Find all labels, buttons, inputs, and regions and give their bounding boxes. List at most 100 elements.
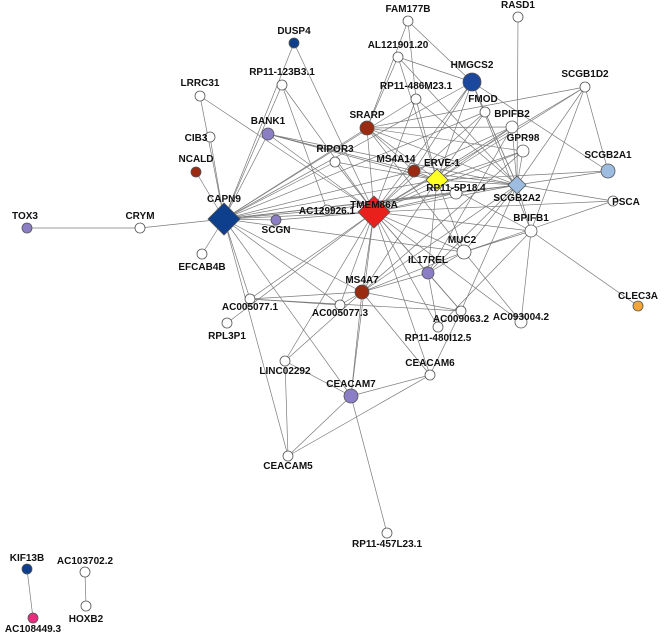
edge-dusp4-tmem86a [293,42,375,213]
node-scgn[interactable] [270,214,282,226]
node-rp11-123b3-1[interactable] [276,79,288,91]
node-label-rpl3p1: RPL3P1 [208,331,246,342]
edge-layer [26,16,639,619]
node-ms4a7[interactable] [354,284,370,300]
edge-capn9-ceacam7 [223,218,352,397]
node-label-rp11-5p18-4: RP11-5P18.4 [426,183,486,194]
node-label-linc02292: LINC02292 [259,366,311,377]
edge-al121901-20-scgb2a2 [397,56,518,186]
edge-tmem86a-ac005077-3 [339,211,375,306]
node-bpifb1[interactable] [524,224,538,238]
node-ac005077-3[interactable] [334,299,346,311]
node-scgb2a1[interactable] [600,163,616,179]
edge-gpr98-tmem86a [373,150,524,213]
node-scgb2a2[interactable] [507,175,527,195]
edge-ceacam6-ceacam7 [350,374,431,397]
edge-ms4a7-ceacam7 [350,291,363,397]
edge-ceacam7-ceacam5 [287,395,352,457]
node-bank1[interactable] [261,127,275,141]
node-fam177b[interactable] [402,15,414,27]
node-ceacam6[interactable] [424,369,436,381]
node-tox3[interactable] [21,222,33,234]
edge-fam177b-srarp [366,20,409,129]
edge-srarp-erve-1 [366,127,438,181]
node-label-scgn: SCGN [262,225,291,236]
node-rp11-486m23-1[interactable] [410,93,422,105]
edge-ms4a14-capn9 [223,170,415,220]
node-ms4a14[interactable] [407,164,421,178]
node-rp11-5p18-4[interactable] [449,186,463,200]
node-hoxb2[interactable] [80,600,92,612]
edge-ac129926-1-scgb2a2 [326,184,518,211]
node-gpr98[interactable] [516,144,530,158]
node-psca[interactable] [607,195,619,207]
node-rasd1[interactable] [512,11,524,23]
node-ceacam5[interactable] [282,450,294,462]
edge-srarp-muc2 [366,127,465,253]
node-label-tmem86a: TMEM86A [350,200,398,211]
node-ac103702-2[interactable] [79,566,91,578]
node-ac093004-2[interactable] [514,315,528,329]
node-ac108449-3[interactable] [27,612,39,624]
node-label-il17rel: IL17REL [408,255,448,266]
node-capn9[interactable] [207,202,241,236]
node-efcab4b[interactable] [196,248,208,260]
node-lrrc31[interactable] [194,90,206,102]
node-muc2[interactable] [456,244,472,260]
node-kif13b[interactable] [21,563,33,575]
edge-scgb2a1-scgb2a2 [516,170,609,186]
node-il17rel[interactable] [421,266,435,280]
node-ac005077-1[interactable] [244,293,256,305]
node-tmem86a[interactable] [357,195,391,229]
node-clec3a[interactable] [632,300,644,312]
node-bpifb2[interactable] [505,120,519,134]
node-label-efcab4b: EFCAB4B [178,262,225,273]
node-al121901-20[interactable] [392,51,404,63]
node-rpl3p1[interactable] [221,317,233,329]
node-ceacam7[interactable] [343,388,359,404]
edge-scgb1d2-bpifb1 [530,86,586,232]
edge-rp11-123b3-1-tmem86a [281,84,375,213]
node-dusp4[interactable] [288,37,300,49]
node-label-ac009063-2: AC009063.2 [433,314,490,325]
node-label-scgb1d2: SCGB1D2 [561,69,609,80]
node-erve-1[interactable] [425,168,449,192]
edge-srarp-gpr98 [366,127,524,152]
edge-scgb2a2-ms4a7 [361,184,518,293]
node-ripor3[interactable] [329,156,341,168]
node-cib3[interactable] [204,131,216,143]
edge-il17rel-ac009063-2 [427,272,462,312]
node-label-ceacam7: CEACAM7 [326,379,376,390]
node-scgb1d2[interactable] [579,81,591,93]
edge-dusp4-capn9 [223,42,295,220]
edge-gpr98-erve-1 [436,150,524,181]
node-ac129926-1[interactable] [321,204,333,216]
node-hmgcs2[interactable] [462,72,482,92]
node-rp11-480i12-5[interactable] [432,321,444,333]
edge-srarp-ms4a14 [366,127,415,172]
node-label-al121901-20: AL121901.20 [368,40,429,51]
node-label-bpifb2: BPIFB2 [494,109,530,120]
node-linc02292[interactable] [279,355,291,367]
node-ncald[interactable] [190,166,202,178]
node-fmod[interactable] [479,106,491,118]
node-label-dusp4: DUSP4 [277,26,311,37]
node-label-ac005077-1: AC005077.1 [222,302,279,313]
node-srarp[interactable] [359,120,375,136]
node-crym[interactable] [134,222,146,234]
edge-scgb2a2-muc2 [463,184,518,253]
edge-muc2-ac093004-2 [463,251,522,323]
edge-rp11-486m23-1-erve-1 [415,98,438,181]
node-label-bpifb1: BPIFB1 [513,213,549,224]
node-ac009063-2[interactable] [455,305,467,317]
edge-srarp-capn9 [223,127,368,220]
node-label-rp11-123b3-1: RP11-123B3.1 [249,67,315,78]
node-rp11-457l23-1[interactable] [381,527,393,539]
edge-ms4a7-ac005077-1 [249,291,363,300]
edge-bpifb2-tmem86a [373,126,513,213]
node-label-psca: PSCA [612,197,640,208]
edge-rp11-123b3-1-capn9 [223,84,283,220]
node-layer [21,11,644,624]
